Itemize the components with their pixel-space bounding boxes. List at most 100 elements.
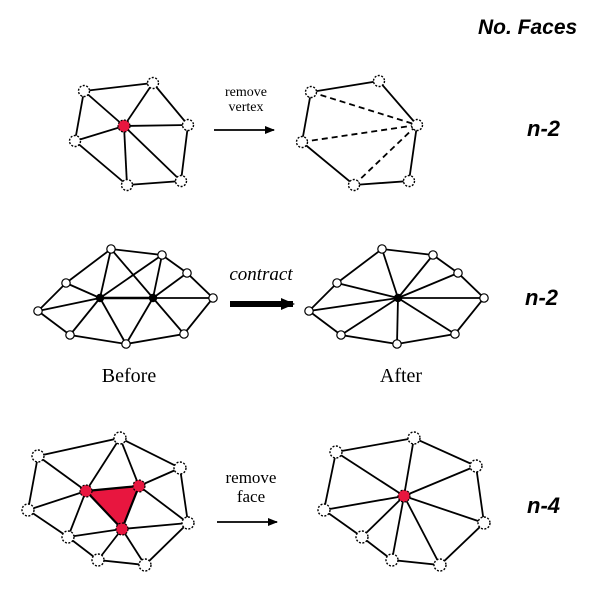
merged-vertex	[393, 293, 403, 303]
mesh-vertex	[469, 459, 483, 473]
mesh-edge	[83, 90, 125, 127]
mesh-vertex	[21, 503, 35, 517]
mesh-edge	[123, 82, 154, 127]
contract-after-vertices	[304, 244, 489, 349]
contract-endpoint-vertex	[95, 293, 105, 303]
remove-vertex-after-mesh	[301, 80, 418, 186]
face-vertex-highlight	[132, 479, 146, 493]
mesh-edge	[65, 282, 101, 299]
mesh-vertex	[208, 293, 218, 303]
mesh-edge	[119, 437, 140, 487]
retriangulation-edges	[301, 91, 418, 186]
new-dashed-edge	[353, 124, 418, 186]
mesh-edge	[74, 125, 125, 142]
mesh-edge	[69, 297, 101, 336]
mesh-edge	[403, 495, 441, 566]
remove-vertex-label-line1: remove	[225, 85, 267, 100]
mesh-vertex	[295, 135, 309, 149]
mesh-vertex	[477, 516, 491, 530]
new-dashed-edge	[301, 124, 418, 143]
mesh-edge	[381, 248, 399, 299]
mesh-vertex	[157, 250, 167, 260]
mesh-edge	[37, 297, 101, 312]
mesh-vertex	[33, 306, 43, 316]
mesh-edge	[152, 297, 185, 335]
mesh-vertex	[113, 431, 127, 445]
mesh-vertex	[317, 503, 331, 517]
mesh-edge	[110, 248, 154, 299]
mesh-vertex	[120, 178, 134, 192]
mesh-edge	[152, 254, 163, 299]
mesh-vertex	[453, 268, 463, 278]
mesh-vertex	[392, 339, 402, 349]
mesh-vertex	[182, 268, 192, 278]
remove-face-label-line2: face	[236, 487, 266, 506]
mesh-edge	[308, 297, 399, 312]
mesh-vertex	[385, 553, 399, 567]
removed-face-vertices	[79, 479, 146, 536]
mesh-boundary	[36, 248, 215, 345]
mesh-vertex	[181, 516, 195, 530]
mesh-edge	[97, 528, 123, 561]
mesh-boundary	[301, 80, 418, 186]
mesh-vertex	[121, 339, 131, 349]
collapsed-face-vertex	[397, 489, 411, 503]
mesh-vertex	[106, 244, 116, 254]
remove-face-after-mesh	[322, 437, 485, 566]
mesh-edge	[67, 528, 123, 538]
remove-face-label-line1: remove	[225, 468, 277, 487]
removed-vertex-highlight	[117, 119, 131, 133]
mesh-vertex	[332, 278, 342, 288]
mesh-boundary	[307, 248, 486, 345]
mesh-edge	[138, 467, 181, 487]
contract-before-mesh	[36, 248, 215, 345]
mesh-edge	[403, 465, 477, 497]
removed-face-highlight	[83, 484, 141, 532]
mesh-vertex	[173, 461, 187, 475]
mesh-edge	[123, 125, 182, 182]
mesh-edge	[27, 490, 87, 511]
remove-face-label: remove face	[211, 468, 291, 506]
mesh-vertex	[91, 553, 105, 567]
mesh-edge	[125, 297, 154, 345]
mesh-vertex	[377, 244, 387, 254]
face-count-remove-vertex: n-2	[527, 116, 560, 141]
mesh-vertex	[372, 74, 386, 88]
mesh-vertex	[347, 178, 361, 192]
mesh-edge	[403, 437, 415, 497]
mesh-edge	[138, 485, 189, 524]
new-dashed-edge	[310, 91, 418, 126]
face-vertex-highlight	[115, 522, 129, 536]
after-caption: After	[379, 365, 423, 387]
remove-vertex-label: remove vertex	[206, 85, 286, 115]
mesh-edge	[396, 297, 399, 345]
contract-label: contract	[229, 264, 293, 285]
remove-face-before-vertices	[21, 431, 195, 572]
mesh-edge	[37, 455, 87, 492]
face-count-remove-face: n-4	[527, 493, 560, 518]
mesh-vertex	[138, 558, 152, 572]
remove-vertex-after-vertices	[295, 74, 424, 192]
mesh-vertex	[61, 530, 75, 544]
mesh-vertex	[433, 558, 447, 572]
mesh-edge	[121, 522, 189, 530]
contract-after-mesh	[307, 248, 486, 345]
mesh-vertex	[174, 174, 188, 188]
mesh-vertex	[146, 76, 160, 90]
mesh-edge	[391, 495, 405, 561]
mesh-vertex	[355, 530, 369, 544]
mesh-vertex	[479, 293, 489, 303]
remove-vertex-before-vertices	[68, 76, 195, 192]
mesh-vertex	[304, 85, 318, 99]
mesh-edge	[123, 125, 128, 186]
mesh-edge	[123, 124, 189, 127]
mesh-edge	[397, 272, 459, 299]
mesh-edge	[99, 248, 112, 299]
mesh-edge	[335, 451, 405, 497]
remove-vertex-before-mesh	[74, 82, 189, 186]
contract-endpoint-vertex	[148, 293, 158, 303]
mesh-edge	[99, 297, 127, 345]
mesh-vertex	[61, 278, 71, 288]
mesh-edge	[340, 297, 399, 336]
